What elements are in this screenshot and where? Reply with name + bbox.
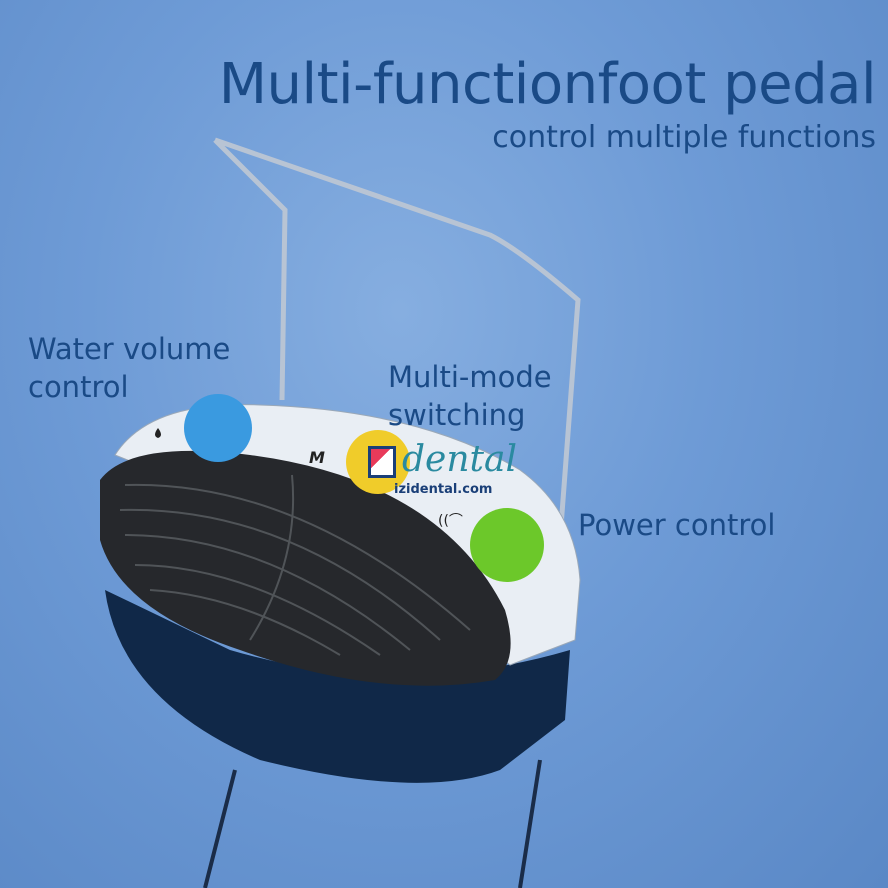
page-subtitle: control multiple functions: [492, 120, 876, 155]
watermark-logo-icon: [368, 446, 396, 478]
watermark-brand: dental: [402, 439, 517, 480]
pedal-base: [105, 590, 570, 783]
page-title: Multi-functionfoot pedal: [218, 52, 877, 117]
foot-plate-grooves: [119, 474, 471, 656]
mode-label-line1: Multi-mode: [388, 360, 552, 394]
water-volume-label: Water volume control: [28, 330, 230, 406]
pedal-handle: [213, 137, 581, 541]
power-button[interactable]: [470, 508, 544, 582]
water-label-line1: Water volume: [28, 332, 231, 366]
pedal-cable: [203, 759, 542, 888]
water-drop-icon: [155, 428, 161, 438]
mode-switching-label: Multi-mode switching: [388, 358, 552, 434]
mode-label-line2: switching: [388, 398, 526, 432]
watermark-url: izidental.com: [394, 482, 493, 497]
pedal-foot-plate: [100, 450, 511, 686]
power-control-label: Power control: [578, 508, 776, 542]
water-label-line2: control: [28, 370, 129, 404]
watermark: dental izidental.com: [368, 440, 558, 502]
power-symbol-icon: ((⌒: [438, 513, 463, 529]
water-volume-button[interactable]: [184, 394, 252, 462]
mode-symbol: M: [309, 448, 325, 467]
